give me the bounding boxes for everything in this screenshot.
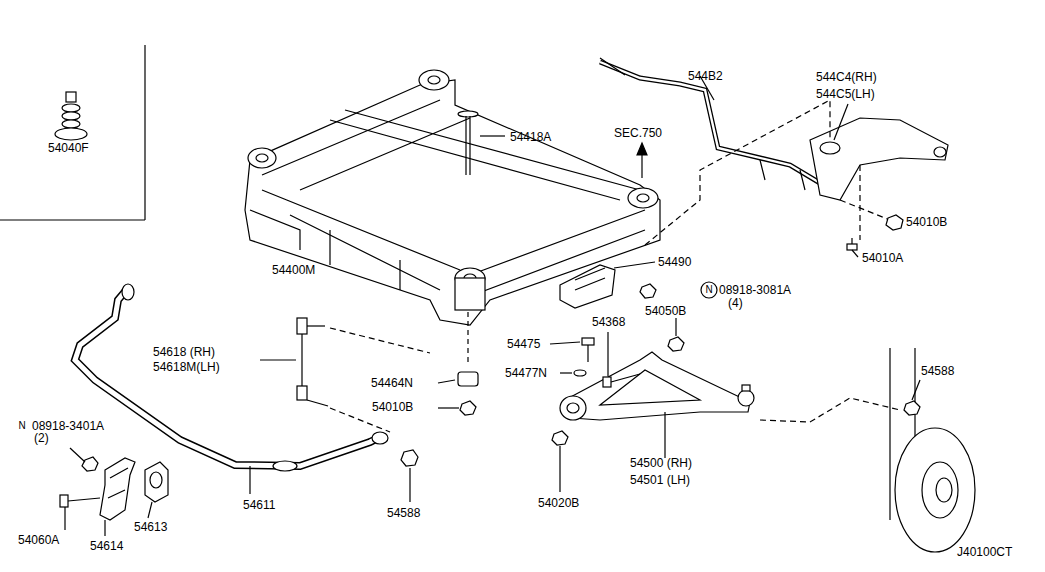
callout-number: 54614 bbox=[90, 540, 123, 552]
callout-number: SEC.750 bbox=[614, 127, 662, 139]
callout-number: 54050B bbox=[645, 305, 686, 317]
callout-number: 54588 bbox=[921, 365, 954, 377]
callout-number: 54010B bbox=[906, 216, 947, 228]
callout-number: 54588 bbox=[387, 507, 420, 519]
callout-number: N bbox=[705, 285, 712, 295]
callout-number: 54060A bbox=[18, 534, 59, 546]
callout-number: 544B2 bbox=[688, 70, 723, 82]
callout-number: 08918-3081A bbox=[719, 284, 791, 296]
callout-number: 54475 bbox=[507, 338, 540, 350]
callout-number: 54020B bbox=[538, 497, 579, 509]
callout-number: 54477N bbox=[505, 367, 547, 379]
callout-number: 54464N bbox=[371, 377, 413, 389]
callout-number: 54501 (LH) bbox=[630, 474, 690, 486]
callout-number: 54400M bbox=[272, 264, 315, 276]
callout-number: 544C5(LH) bbox=[816, 88, 875, 100]
callout-number: 54418A bbox=[510, 131, 551, 143]
callout-number: 54010A bbox=[862, 252, 903, 264]
callout-number: 54010B bbox=[372, 401, 413, 413]
callout-number: 54368 bbox=[592, 316, 625, 328]
callout-number: (2) bbox=[34, 432, 49, 444]
callout-number: (4) bbox=[728, 297, 743, 309]
callout-number: 54618 (RH) bbox=[153, 346, 215, 358]
callout-number: 08918-3401A bbox=[32, 420, 104, 432]
callout-number: 54040F bbox=[48, 142, 89, 154]
callout-number: N bbox=[18, 421, 25, 431]
callout-number: 54490 bbox=[658, 256, 691, 268]
callout-number: 54611 bbox=[243, 499, 275, 511]
callout-number: 54613 bbox=[134, 521, 167, 533]
callout-number: 544C4(RH) bbox=[816, 71, 877, 83]
callout-number: 54618M(LH) bbox=[153, 361, 220, 373]
callout-number: J40100CT bbox=[957, 546, 1012, 558]
callout-number: 54500 (RH) bbox=[630, 457, 692, 469]
